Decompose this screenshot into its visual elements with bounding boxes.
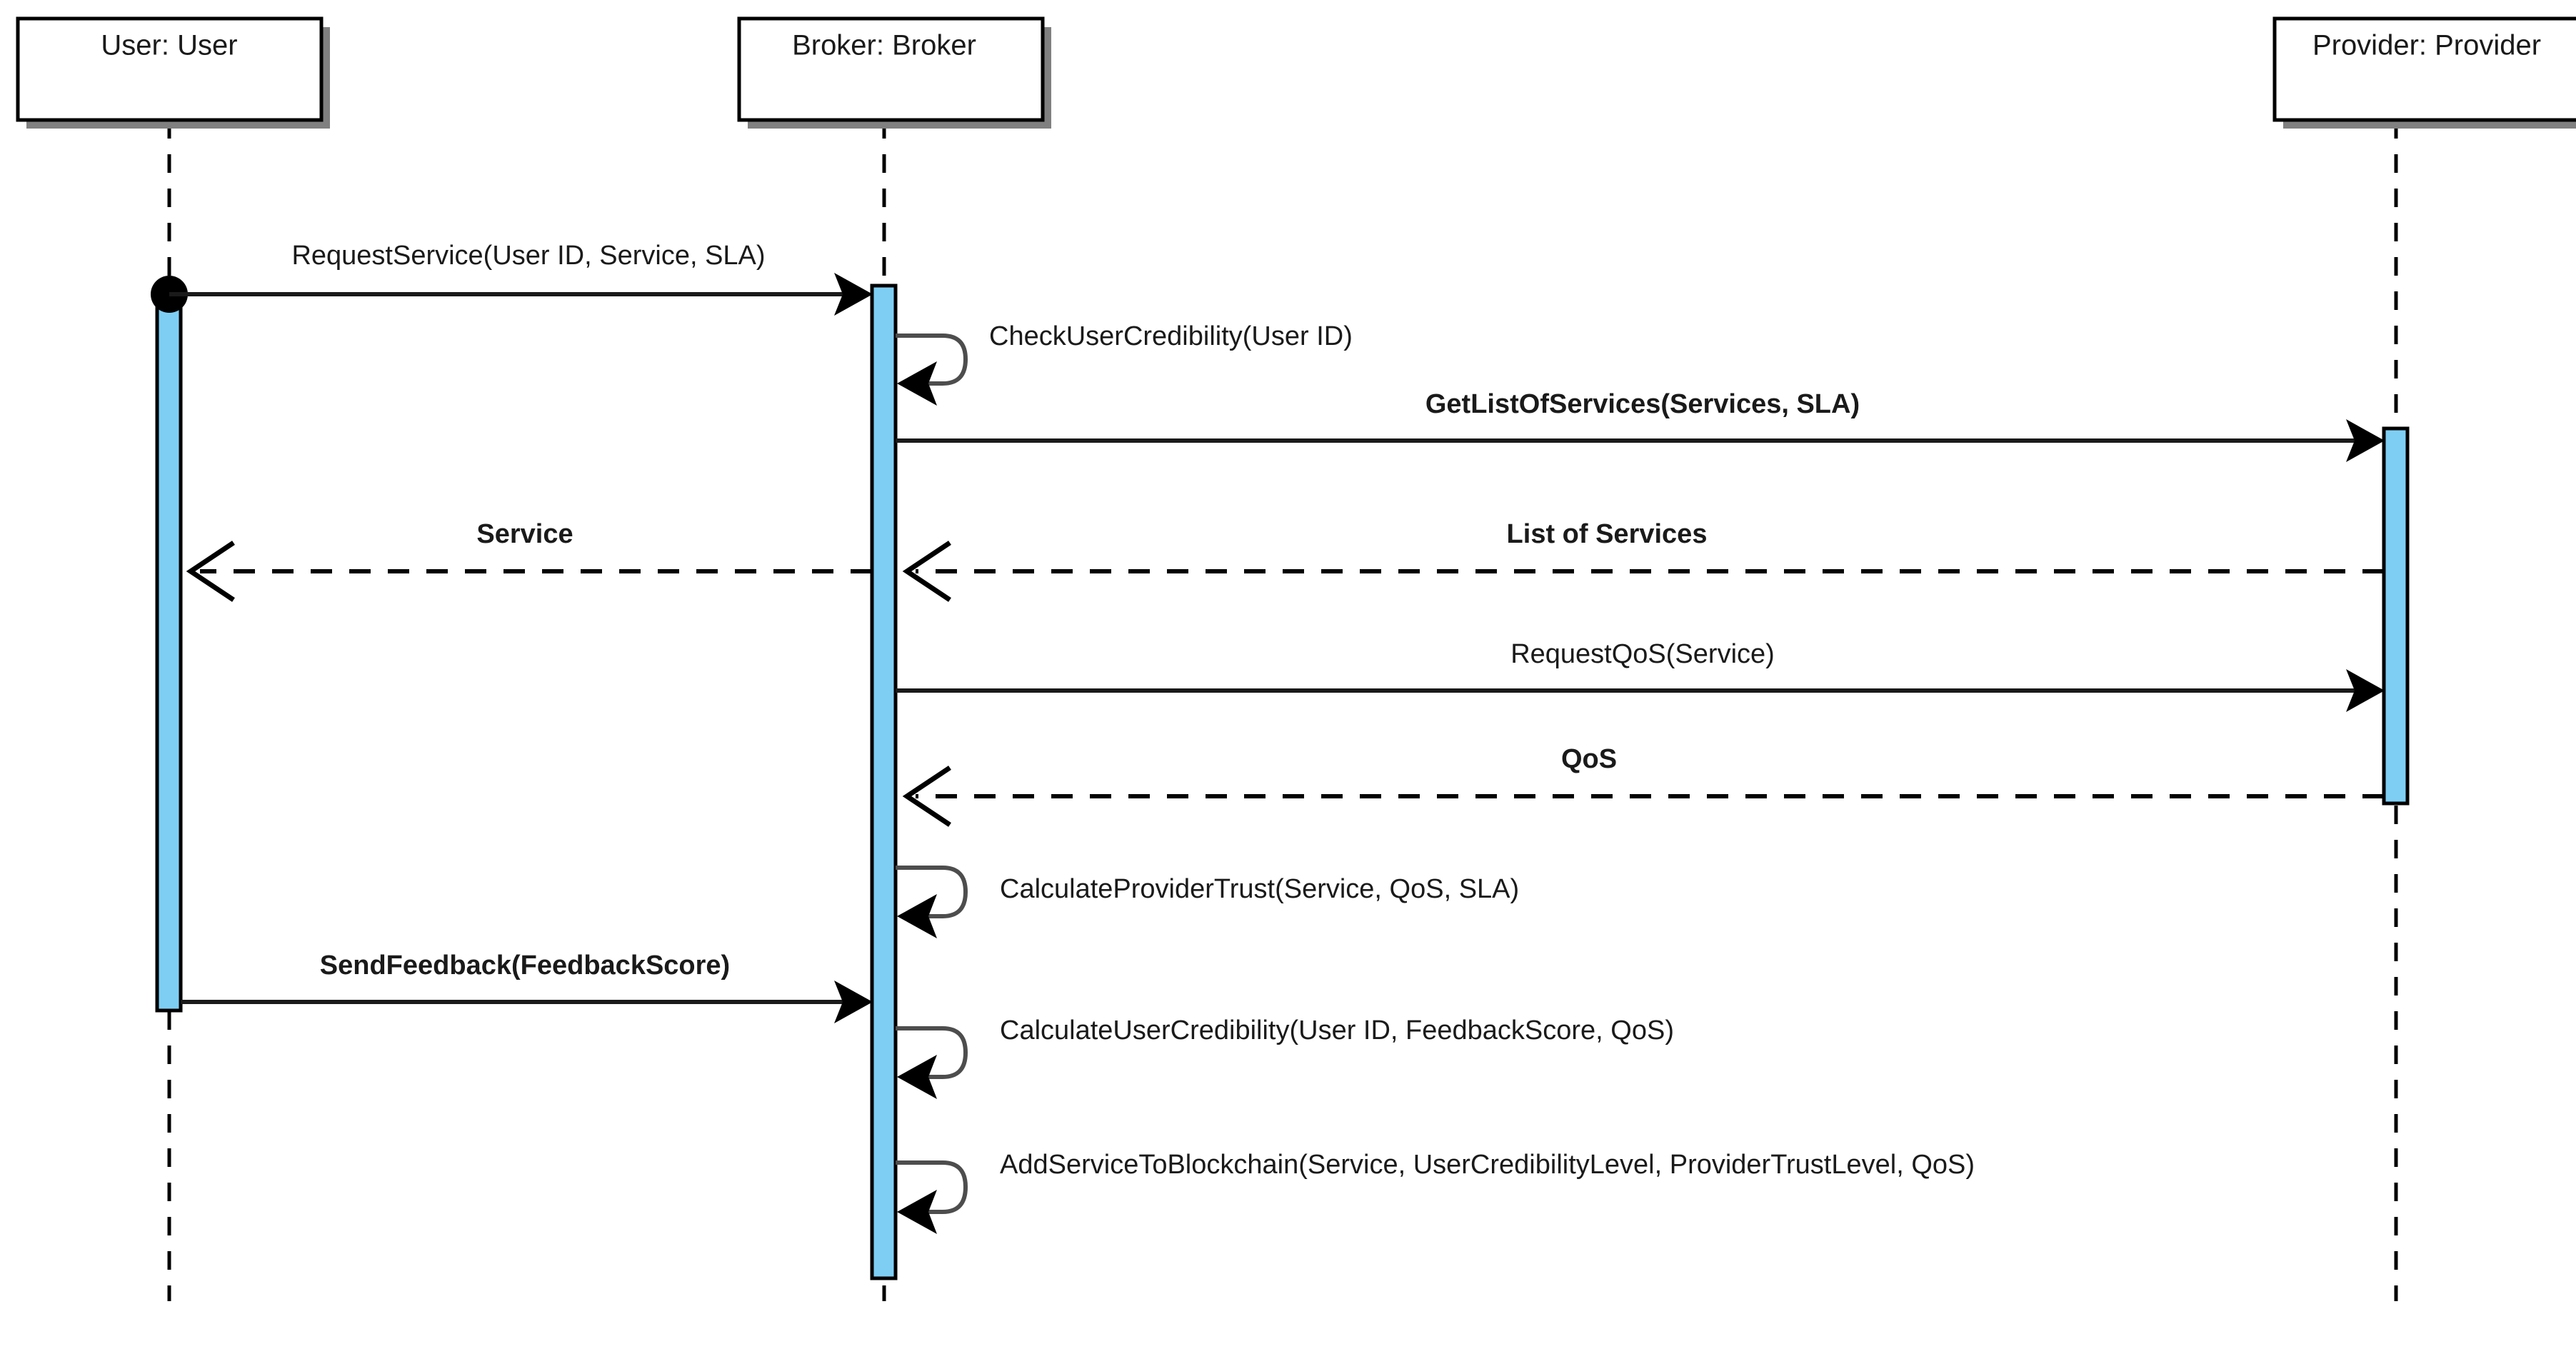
message-check-user-credibility[interactable]: CheckUserCredibility(User ID): [896, 321, 1353, 406]
activation-bar-provider[interactable]: [2382, 426, 2410, 806]
arrowhead-request-qos: [2346, 669, 2385, 712]
activation-bars: [155, 284, 2410, 1280]
message-label-request-service: RequestService(User ID, Service, SLA): [291, 241, 765, 271]
lifeline-lines: [167, 120, 2398, 1301]
lifeline-label-provider: Provider: Provider: [2312, 30, 2541, 61]
arrowhead-list-of-services: [902, 541, 951, 602]
message-calculate-user-credibility[interactable]: CalculateUserCredibility(User ID, Feedba…: [896, 1016, 1674, 1099]
lifeline-header-user[interactable]: User: User: [16, 16, 330, 129]
message-qos[interactable]: QoS: [902, 744, 2384, 827]
message-label-calculate-user-credibility: CalculateUserCredibility(User ID, Feedba…: [1000, 1016, 1674, 1045]
message-calculate-provider-trust[interactable]: CalculateProviderTrust(Service, QoS, SLA…: [896, 866, 1519, 938]
message-path-calculate-user-credibility: [896, 1026, 968, 1079]
message-get-list-of-services[interactable]: GetListOfServices(Services, SLA): [896, 389, 2385, 462]
message-label-check-user-credibility: CheckUserCredibility(User ID): [989, 321, 1353, 351]
message-label-list-of-services: List of Services: [1507, 519, 1708, 549]
activation-bar-broker[interactable]: [870, 284, 898, 1280]
arrowhead-add-service-to-blockchain: [897, 1190, 937, 1234]
lifeline-box-user[interactable]: [16, 16, 324, 122]
activation-bar-user[interactable]: [155, 292, 183, 1013]
arrowhead-service: [186, 541, 235, 602]
message-path-check-user-credibility: [896, 334, 968, 386]
lifeline-header-broker[interactable]: Broker: Broker: [737, 16, 1051, 129]
message-path-add-service-to-blockchain: [896, 1160, 968, 1214]
message-label-get-list-of-services: GetListOfServices(Services, SLA): [1425, 389, 1860, 419]
message-request-service[interactable]: RequestService(User ID, Service, SLA): [151, 241, 873, 316]
arrowhead-calculate-provider-trust: [897, 894, 937, 938]
message-label-add-service-to-blockchain: AddServiceToBlockchain(Service, UserCred…: [1000, 1150, 1975, 1180]
arrowhead-check-user-credibility: [897, 361, 937, 406]
lifeline-header-provider[interactable]: Provider: Provider: [2272, 16, 2576, 129]
arrowhead-get-list-of-services: [2346, 419, 2385, 462]
message-request-qos[interactable]: RequestQoS(Service): [896, 639, 2385, 712]
message-label-send-feedback: SendFeedback(FeedbackScore): [320, 951, 730, 981]
arrowhead-qos: [902, 766, 951, 827]
lifeline-label-broker: Broker: Broker: [792, 30, 976, 61]
message-label-calculate-provider-trust: CalculateProviderTrust(Service, QoS, SLA…: [1000, 874, 1519, 904]
arrowhead-send-feedback: [834, 981, 873, 1023]
message-service[interactable]: Service: [186, 519, 872, 602]
arrowhead-request-service: [834, 273, 873, 316]
arrowhead-calculate-user-credibility: [897, 1055, 937, 1099]
lifeline-box-provider[interactable]: [2272, 16, 2576, 122]
message-path-calculate-provider-trust: [896, 866, 968, 918]
message-send-feedback[interactable]: SendFeedback(FeedbackScore): [181, 951, 873, 1023]
lifeline-label-user: User: User: [101, 30, 237, 61]
message-label-qos: QoS: [1561, 744, 1617, 774]
message-label-service: Service: [476, 519, 573, 549]
message-add-service-to-blockchain[interactable]: AddServiceToBlockchain(Service, UserCred…: [896, 1150, 1975, 1234]
message-label-request-qos: RequestQoS(Service): [1510, 639, 1775, 669]
message-list-of-services[interactable]: List of Services: [902, 519, 2384, 602]
lifeline-box-broker[interactable]: [737, 16, 1045, 122]
